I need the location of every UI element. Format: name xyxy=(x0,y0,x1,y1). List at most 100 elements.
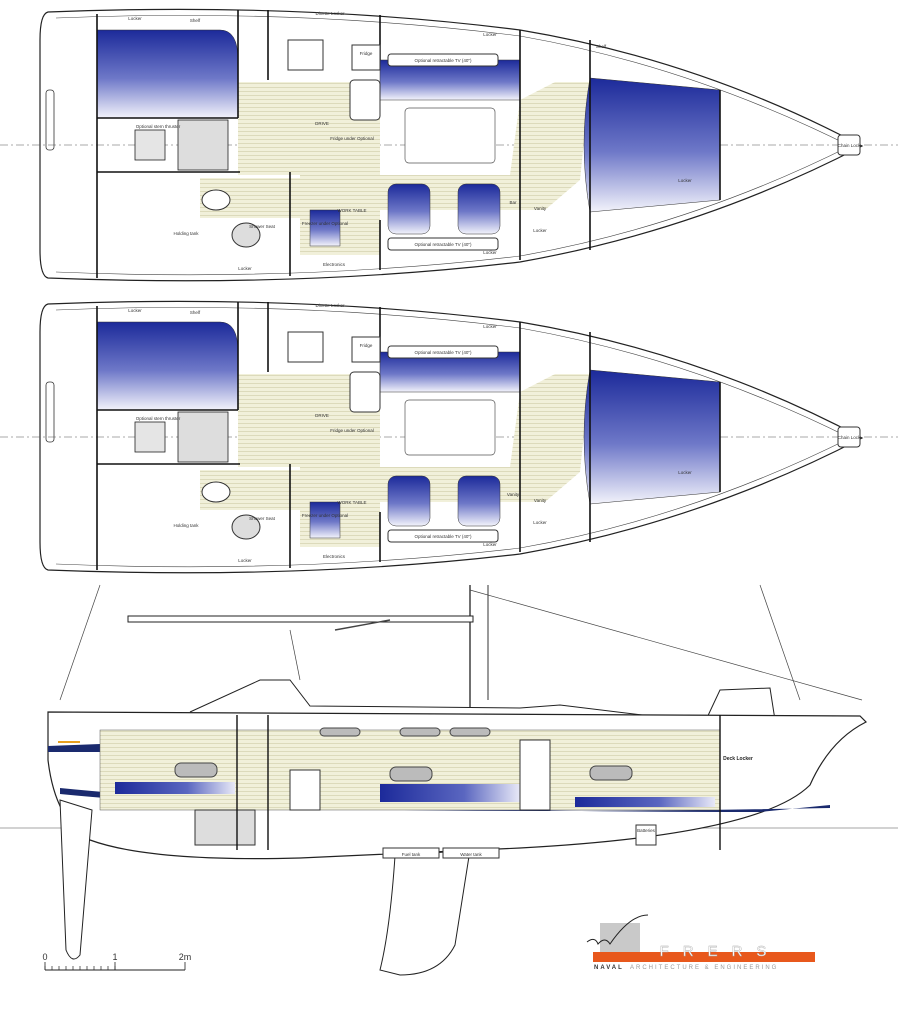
label-freezer: Freezer under Optional xyxy=(302,221,348,226)
label-locker-top: Locker xyxy=(483,324,497,329)
label-work-table: WORK TABLE xyxy=(337,208,366,213)
aft-berth-port xyxy=(96,29,239,119)
galley-sink xyxy=(349,371,381,413)
boom xyxy=(127,615,474,623)
label-tv-bottom: Optional retractable TV (40") xyxy=(414,534,472,539)
aft-berth-port xyxy=(96,321,239,411)
label-electronics: Electronics xyxy=(323,554,346,559)
saloon-chair xyxy=(457,475,501,527)
label-stern-thruster: Optional stern thruster xyxy=(136,124,181,129)
label-freezer: Freezer under Optional xyxy=(302,513,348,518)
toilet xyxy=(201,189,231,211)
label-locker-stern: Locker xyxy=(238,558,252,563)
label-water-tank: Water tank xyxy=(460,852,482,857)
label-shelf: Shelf xyxy=(190,310,201,315)
rudder xyxy=(59,799,93,960)
logo-name: FRERS xyxy=(660,943,781,960)
stern-thruster xyxy=(134,129,166,161)
label-locker-bow: Locker xyxy=(678,178,692,183)
engine-profile xyxy=(194,809,256,846)
label-holding-tank: Holding tank xyxy=(173,523,199,528)
label-batteries: Batteries xyxy=(637,828,656,833)
label-fuel-tank: Fuel tank xyxy=(402,852,421,857)
label-vanity: Vanity xyxy=(534,498,547,503)
door xyxy=(519,739,551,811)
scale-label-0: 0 xyxy=(42,952,47,962)
label-fridge: Fridge xyxy=(360,51,373,56)
deck-hatch xyxy=(449,727,491,737)
batteries-box xyxy=(635,824,657,846)
saloon-settee-profile xyxy=(380,784,520,802)
galley-sink xyxy=(349,79,381,121)
label-drive: DRIVE xyxy=(315,121,329,126)
label-tv-top: Optional retractable TV (40") xyxy=(414,350,472,355)
label-locker-fwd: Locker xyxy=(533,228,547,233)
washbasin xyxy=(231,514,261,540)
label-locker-aft: Locker xyxy=(128,16,142,21)
label-locker-bottom: Locker xyxy=(483,250,497,255)
hull-portlight xyxy=(174,762,218,778)
scale-label-1: 1 xyxy=(112,952,117,962)
deck-plan-1: Locker Shelf Dinette LockerFridgeOptional … xyxy=(0,8,898,282)
fridge-box xyxy=(351,336,381,363)
transom-hatch xyxy=(45,381,55,443)
vang xyxy=(334,619,391,631)
fuel-tank xyxy=(382,847,440,859)
label-locker-aft: Locker xyxy=(128,308,142,313)
logo-tagline: ARCHITECTURE & ENGINEERING xyxy=(630,965,778,971)
engine xyxy=(177,411,229,463)
label-vanity: Vanity xyxy=(534,206,547,211)
label-locker-stern: Locker xyxy=(238,266,252,271)
label-fridge-under: Fridge under Optional xyxy=(330,136,374,141)
label-tv-bottom: Optional retractable TV (40") xyxy=(414,242,472,247)
label-work-table: WORK TABLE xyxy=(337,500,366,505)
washbasin xyxy=(231,222,261,248)
label-stern-thruster: Optional stern thruster xyxy=(136,416,181,421)
backstay xyxy=(59,584,101,701)
deck-hatch xyxy=(399,727,441,737)
hull-portlight xyxy=(589,765,633,781)
label-dinette-locker: Dinette Locker xyxy=(315,11,345,16)
saloon-chair xyxy=(387,475,431,527)
toilet xyxy=(201,481,231,503)
logo-orange-bar xyxy=(593,952,815,962)
coachroof xyxy=(189,679,701,723)
freezer-unit xyxy=(309,501,341,539)
label-locker-bow: Locker xyxy=(678,470,692,475)
tv-cabinet-bottom xyxy=(387,237,499,251)
label-shower-seat: Shower Seat xyxy=(249,516,276,521)
label-locker-fwd: Locker xyxy=(533,520,547,525)
galley-stove xyxy=(289,769,321,811)
label-shelf: Shelf xyxy=(190,18,201,23)
forward-v-berth xyxy=(583,369,721,505)
water-tank xyxy=(442,847,500,859)
label-tv-top: Optional retractable TV (40") xyxy=(414,58,472,63)
freezer-unit xyxy=(309,209,341,247)
fridge-box xyxy=(351,44,381,71)
stern-thruster xyxy=(134,421,166,453)
label-chain-lock: Chain Lock xyxy=(838,435,861,440)
label-holding-tank: Holding tank xyxy=(173,231,199,236)
tv-cabinet-bottom xyxy=(387,529,499,543)
tv-cabinet-top xyxy=(387,345,499,359)
label-bar: Bar xyxy=(509,200,517,205)
saloon-table xyxy=(404,107,496,164)
keel xyxy=(379,849,471,976)
label-fridge-under: Fridge under Optional xyxy=(330,428,374,433)
forward-berth-profile xyxy=(575,797,715,807)
deck-hatch xyxy=(319,727,361,737)
headstay xyxy=(759,584,801,701)
label-chain-lock: Chain Lock xyxy=(838,143,861,148)
engine xyxy=(177,119,229,171)
stern-stripe xyxy=(48,744,108,752)
label-drive: DRIVE xyxy=(315,413,329,418)
chain-locker xyxy=(837,134,861,156)
stove xyxy=(287,331,324,363)
hull-portlight xyxy=(389,766,433,782)
tv-cabinet-top xyxy=(387,53,499,67)
